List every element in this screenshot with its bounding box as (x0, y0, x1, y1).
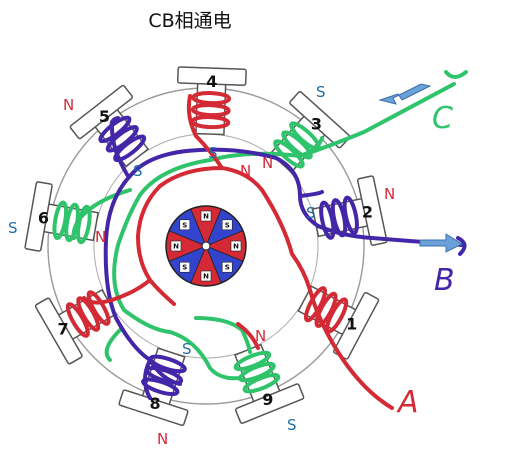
rotor-label-box-6 (179, 261, 191, 273)
rotor-label-box-2 (221, 219, 233, 231)
phase-label-a: A (396, 385, 419, 420)
pole-label-2: S (316, 83, 326, 101)
diagram-title: CB相通电 (148, 10, 232, 32)
rotor-label-5: N (203, 273, 209, 281)
pole-label-9: S (182, 340, 192, 358)
phase-labels: C B A (396, 101, 455, 420)
tooth-numbers: 1 2 3 4 5 6 7 8 9 (38, 72, 373, 413)
rotor-label-box-8 (179, 219, 191, 231)
coil-4 (190, 91, 232, 130)
coil-1 (303, 286, 349, 334)
rotor-label-box-5 (200, 270, 212, 282)
coil-5 (98, 115, 147, 163)
pole-label-14: N (240, 162, 251, 180)
tooth-number-4: 4 (206, 72, 217, 91)
pole-label-7: S (8, 219, 18, 237)
coil-7 (65, 290, 111, 338)
coil-3 (273, 121, 321, 169)
rotor-label-box-3 (230, 240, 242, 252)
rotor-shaft (201, 241, 211, 251)
rotor-label-2: S (225, 221, 230, 229)
phase-b-wire (103, 116, 467, 400)
pole-label-3: N (262, 154, 273, 172)
tooth-number-3: 3 (311, 114, 322, 133)
pole-label-1: N (63, 96, 74, 114)
rotor-label-1: N (203, 213, 209, 221)
rotor-label-7: N (173, 243, 179, 251)
tooth-number-9: 9 (262, 390, 273, 409)
tooth-number-6: 6 (38, 208, 49, 227)
phase-c-wire (71, 70, 468, 381)
tooth-number-5: 5 (99, 107, 110, 126)
pole-label-5: S (306, 204, 316, 222)
tooth-number-7: 7 (58, 320, 69, 339)
arrow-c-input (378, 83, 432, 105)
arrow-b-output (419, 233, 464, 253)
tooth-number-1: 1 (346, 314, 357, 333)
tooth-number-8: 8 (149, 394, 160, 413)
rotor-label-box-7 (170, 240, 182, 252)
pole-labels: N S N S S N S N S N S N S N (8, 83, 395, 448)
rotor-label-6: S (182, 264, 187, 272)
rotor-label-4: S (225, 264, 230, 272)
rotor: N S N S N S N S (165, 205, 247, 287)
rotor-label-3: N (233, 243, 239, 251)
phase-a-wire (82, 94, 394, 410)
pole-label-13: S (208, 144, 218, 162)
coil-8 (141, 354, 187, 397)
pole-label-12: N (157, 430, 168, 448)
pole-label-11: S (287, 416, 297, 434)
rotor-outline (165, 205, 247, 287)
phase-label-c: C (432, 101, 453, 136)
rotor-label-box-4 (221, 261, 233, 273)
phase-label-b: B (434, 263, 455, 298)
coil-6 (52, 200, 92, 245)
coil-9 (233, 350, 281, 394)
rotor-label-8: S (182, 221, 187, 229)
pole-label-6: N (384, 185, 395, 203)
pole-label-10: N (255, 327, 266, 345)
tooth-number-2: 2 (362, 203, 373, 222)
pole-label-8: N (95, 228, 106, 246)
pole-label-4: S (133, 162, 143, 180)
coil-2 (319, 195, 359, 240)
rotor-label-box-1 (200, 210, 212, 222)
coil-helices (52, 91, 359, 397)
